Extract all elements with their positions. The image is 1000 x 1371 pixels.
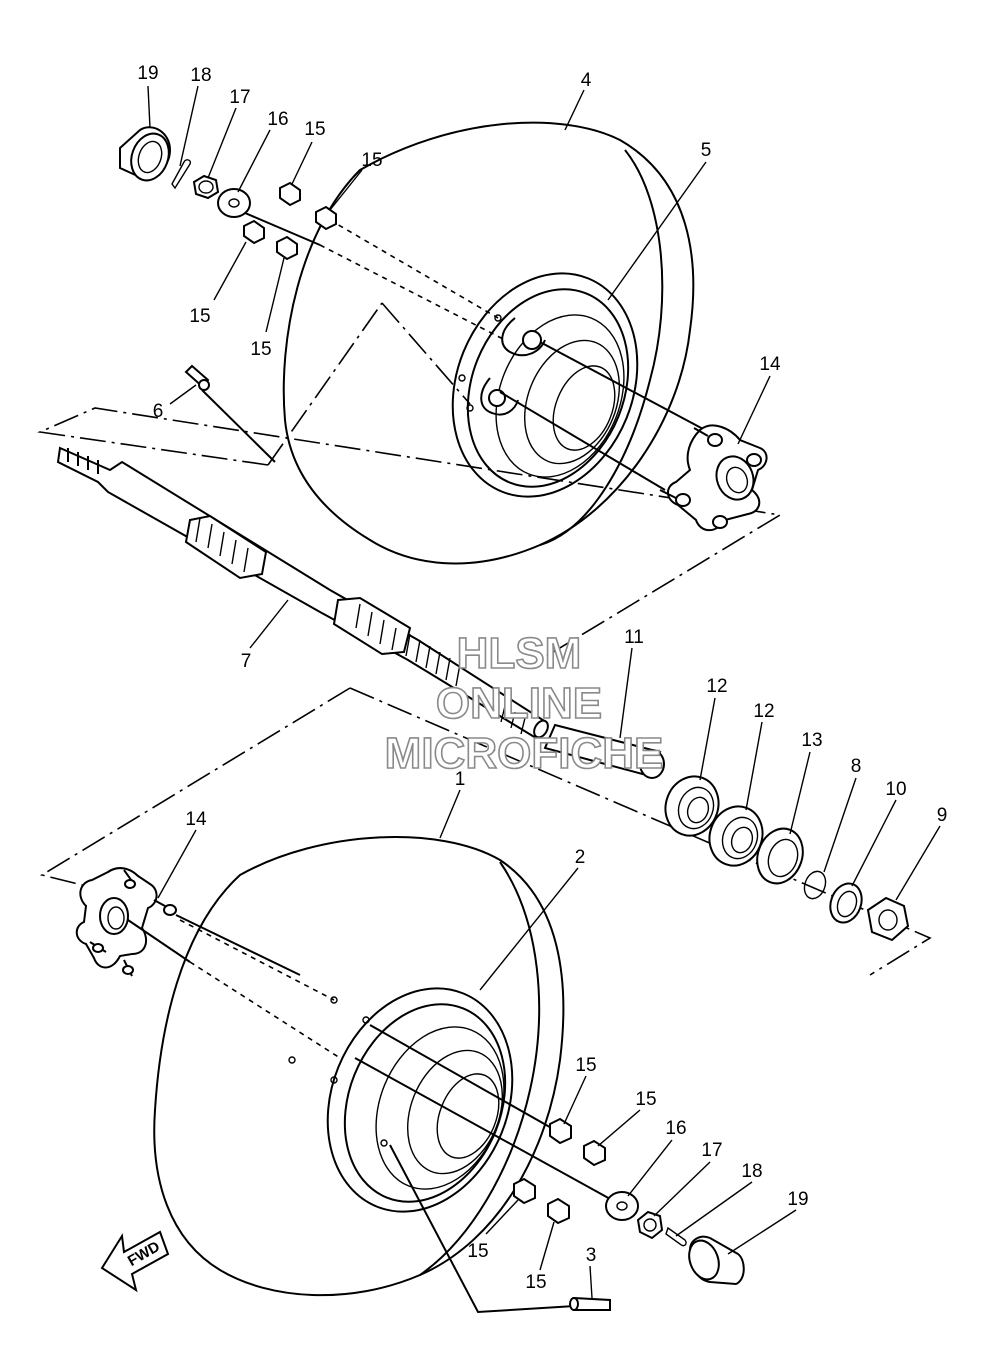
watermark-line-2: ONLINE: [436, 679, 602, 728]
lower-castle-nut-17: [636, 1210, 664, 1240]
callout-19-lower: 19: [787, 1189, 808, 1210]
callout-15-upper-3: 15: [189, 306, 210, 327]
bearing-12a: [664, 775, 720, 837]
watermark-line-1: HLSM: [457, 629, 582, 678]
callout-3: 3: [586, 1245, 597, 1266]
axle-shaft-7: [56, 446, 549, 740]
callout-16-lower: 16: [665, 1118, 686, 1139]
callout-15-lower-3: 15: [467, 1241, 488, 1262]
watermark-line-3: MICROFICHE: [385, 729, 664, 778]
callout-15-upper-1: 15: [304, 119, 325, 140]
lower-hub-14: [75, 867, 177, 977]
callout-14-upper: 14: [759, 354, 781, 375]
callout-12-first: 12: [706, 676, 727, 697]
oil-seal-13: [756, 827, 804, 885]
callout-1: 1: [455, 769, 466, 790]
callout-9: 9: [937, 805, 948, 826]
callout-7: 7: [241, 651, 252, 672]
axle-nut-9: [866, 896, 910, 942]
upper-castle-nut-17: [192, 174, 220, 200]
axle-sleeve-11: [543, 723, 665, 779]
lower-hub-cap-19: [688, 1235, 745, 1286]
callout-15-lower-1: 15: [575, 1055, 596, 1076]
callout-8: 8: [851, 756, 862, 777]
callout-18-upper: 18: [190, 65, 211, 86]
callout-15-upper-2: 15: [361, 150, 382, 171]
callout-15-lower-4: 15: [525, 1272, 546, 1293]
callout-18-lower: 18: [741, 1161, 762, 1182]
callout-10: 10: [885, 779, 906, 800]
fwd-arrow-icon: FWD: [100, 1230, 170, 1293]
callout-13: 13: [801, 730, 822, 751]
lower-washer-16: [605, 1191, 639, 1221]
callout-numbers: 19 18 17 16 15 15 15 15 4 5 14 6 7 11 12…: [137, 63, 947, 1293]
callout-15-lower-2: 15: [635, 1089, 656, 1110]
lower-lug-nuts-15: [513, 1117, 606, 1225]
callout-16-upper: 16: [267, 109, 288, 130]
callout-15-upper-4: 15: [250, 339, 271, 360]
callout-2: 2: [575, 847, 586, 868]
upper-hub-14: [659, 424, 768, 532]
callout-12-second: 12: [753, 701, 774, 722]
circlip-8: [803, 870, 827, 900]
callout-5: 5: [701, 140, 712, 161]
callout-11: 11: [624, 627, 644, 648]
upper-lug-nuts-15: [243, 181, 337, 261]
callout-4: 4: [581, 70, 592, 91]
upper-guide-lines: [201, 209, 706, 491]
lower-tire: [153, 836, 565, 1297]
lower-rim: [288, 987, 514, 1213]
lower-guide-lines: [127, 914, 613, 1314]
upper-cotter-pin-18: [171, 159, 192, 190]
upper-washer-16: [217, 188, 251, 218]
washer-10: [829, 882, 863, 924]
callout-19-upper: 19: [137, 63, 158, 84]
callout-6: 6: [153, 401, 164, 422]
upper-rim: [451, 272, 639, 498]
watermark: HLSM ONLINE MICROFICHE: [384, 628, 664, 779]
upper-tire: [282, 121, 695, 565]
callout-17-upper: 17: [229, 87, 250, 108]
lower-valve-3: [569, 1296, 611, 1311]
callout-17-lower: 17: [701, 1140, 722, 1161]
upper-hub-cap-19: [119, 126, 172, 182]
lower-cotter-pin-18: [665, 1226, 687, 1247]
leader-lines: [147, 85, 941, 1299]
upper-valve-6: [184, 364, 210, 391]
bearing-12b: [708, 805, 764, 867]
callout-14-lower: 14: [185, 809, 207, 830]
